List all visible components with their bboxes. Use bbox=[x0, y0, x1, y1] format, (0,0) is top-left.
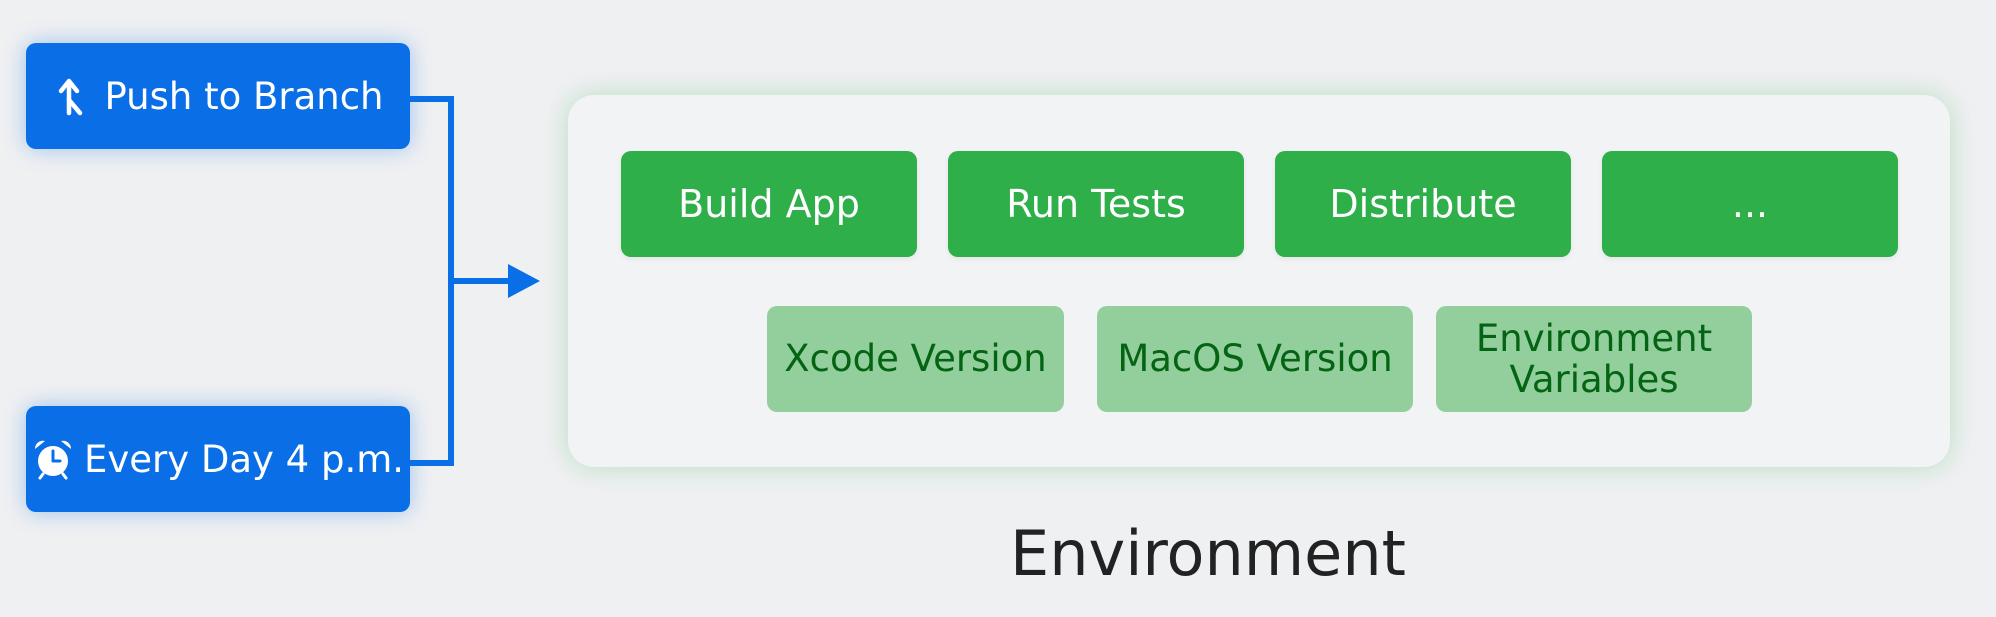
step-run-tests: Run Tests bbox=[948, 151, 1244, 257]
setting-macos-version: MacOS Version bbox=[1097, 306, 1413, 412]
step-distribute: Distribute bbox=[1275, 151, 1571, 257]
connector-arrowhead bbox=[508, 264, 540, 298]
step-more: ... bbox=[1602, 151, 1898, 257]
connector-line bbox=[410, 96, 454, 466]
setting-environment-variables: Environment Variables bbox=[1436, 306, 1752, 412]
trigger-label: Every Day 4 p.m. bbox=[83, 437, 405, 481]
trigger-every-day: Every Day 4 p.m. bbox=[26, 406, 410, 512]
environment-caption: Environment bbox=[1010, 517, 1406, 590]
environment-panel: Build App Run Tests Distribute ... Xcode… bbox=[568, 95, 1950, 467]
step-build-app: Build App bbox=[621, 151, 917, 257]
alarm-clock-icon bbox=[32, 438, 74, 480]
trigger-push-to-branch: Push to Branch bbox=[26, 43, 410, 149]
trigger-label: Push to Branch bbox=[104, 74, 384, 118]
setting-xcode-version: Xcode Version bbox=[767, 306, 1064, 412]
branch-icon bbox=[52, 75, 94, 117]
